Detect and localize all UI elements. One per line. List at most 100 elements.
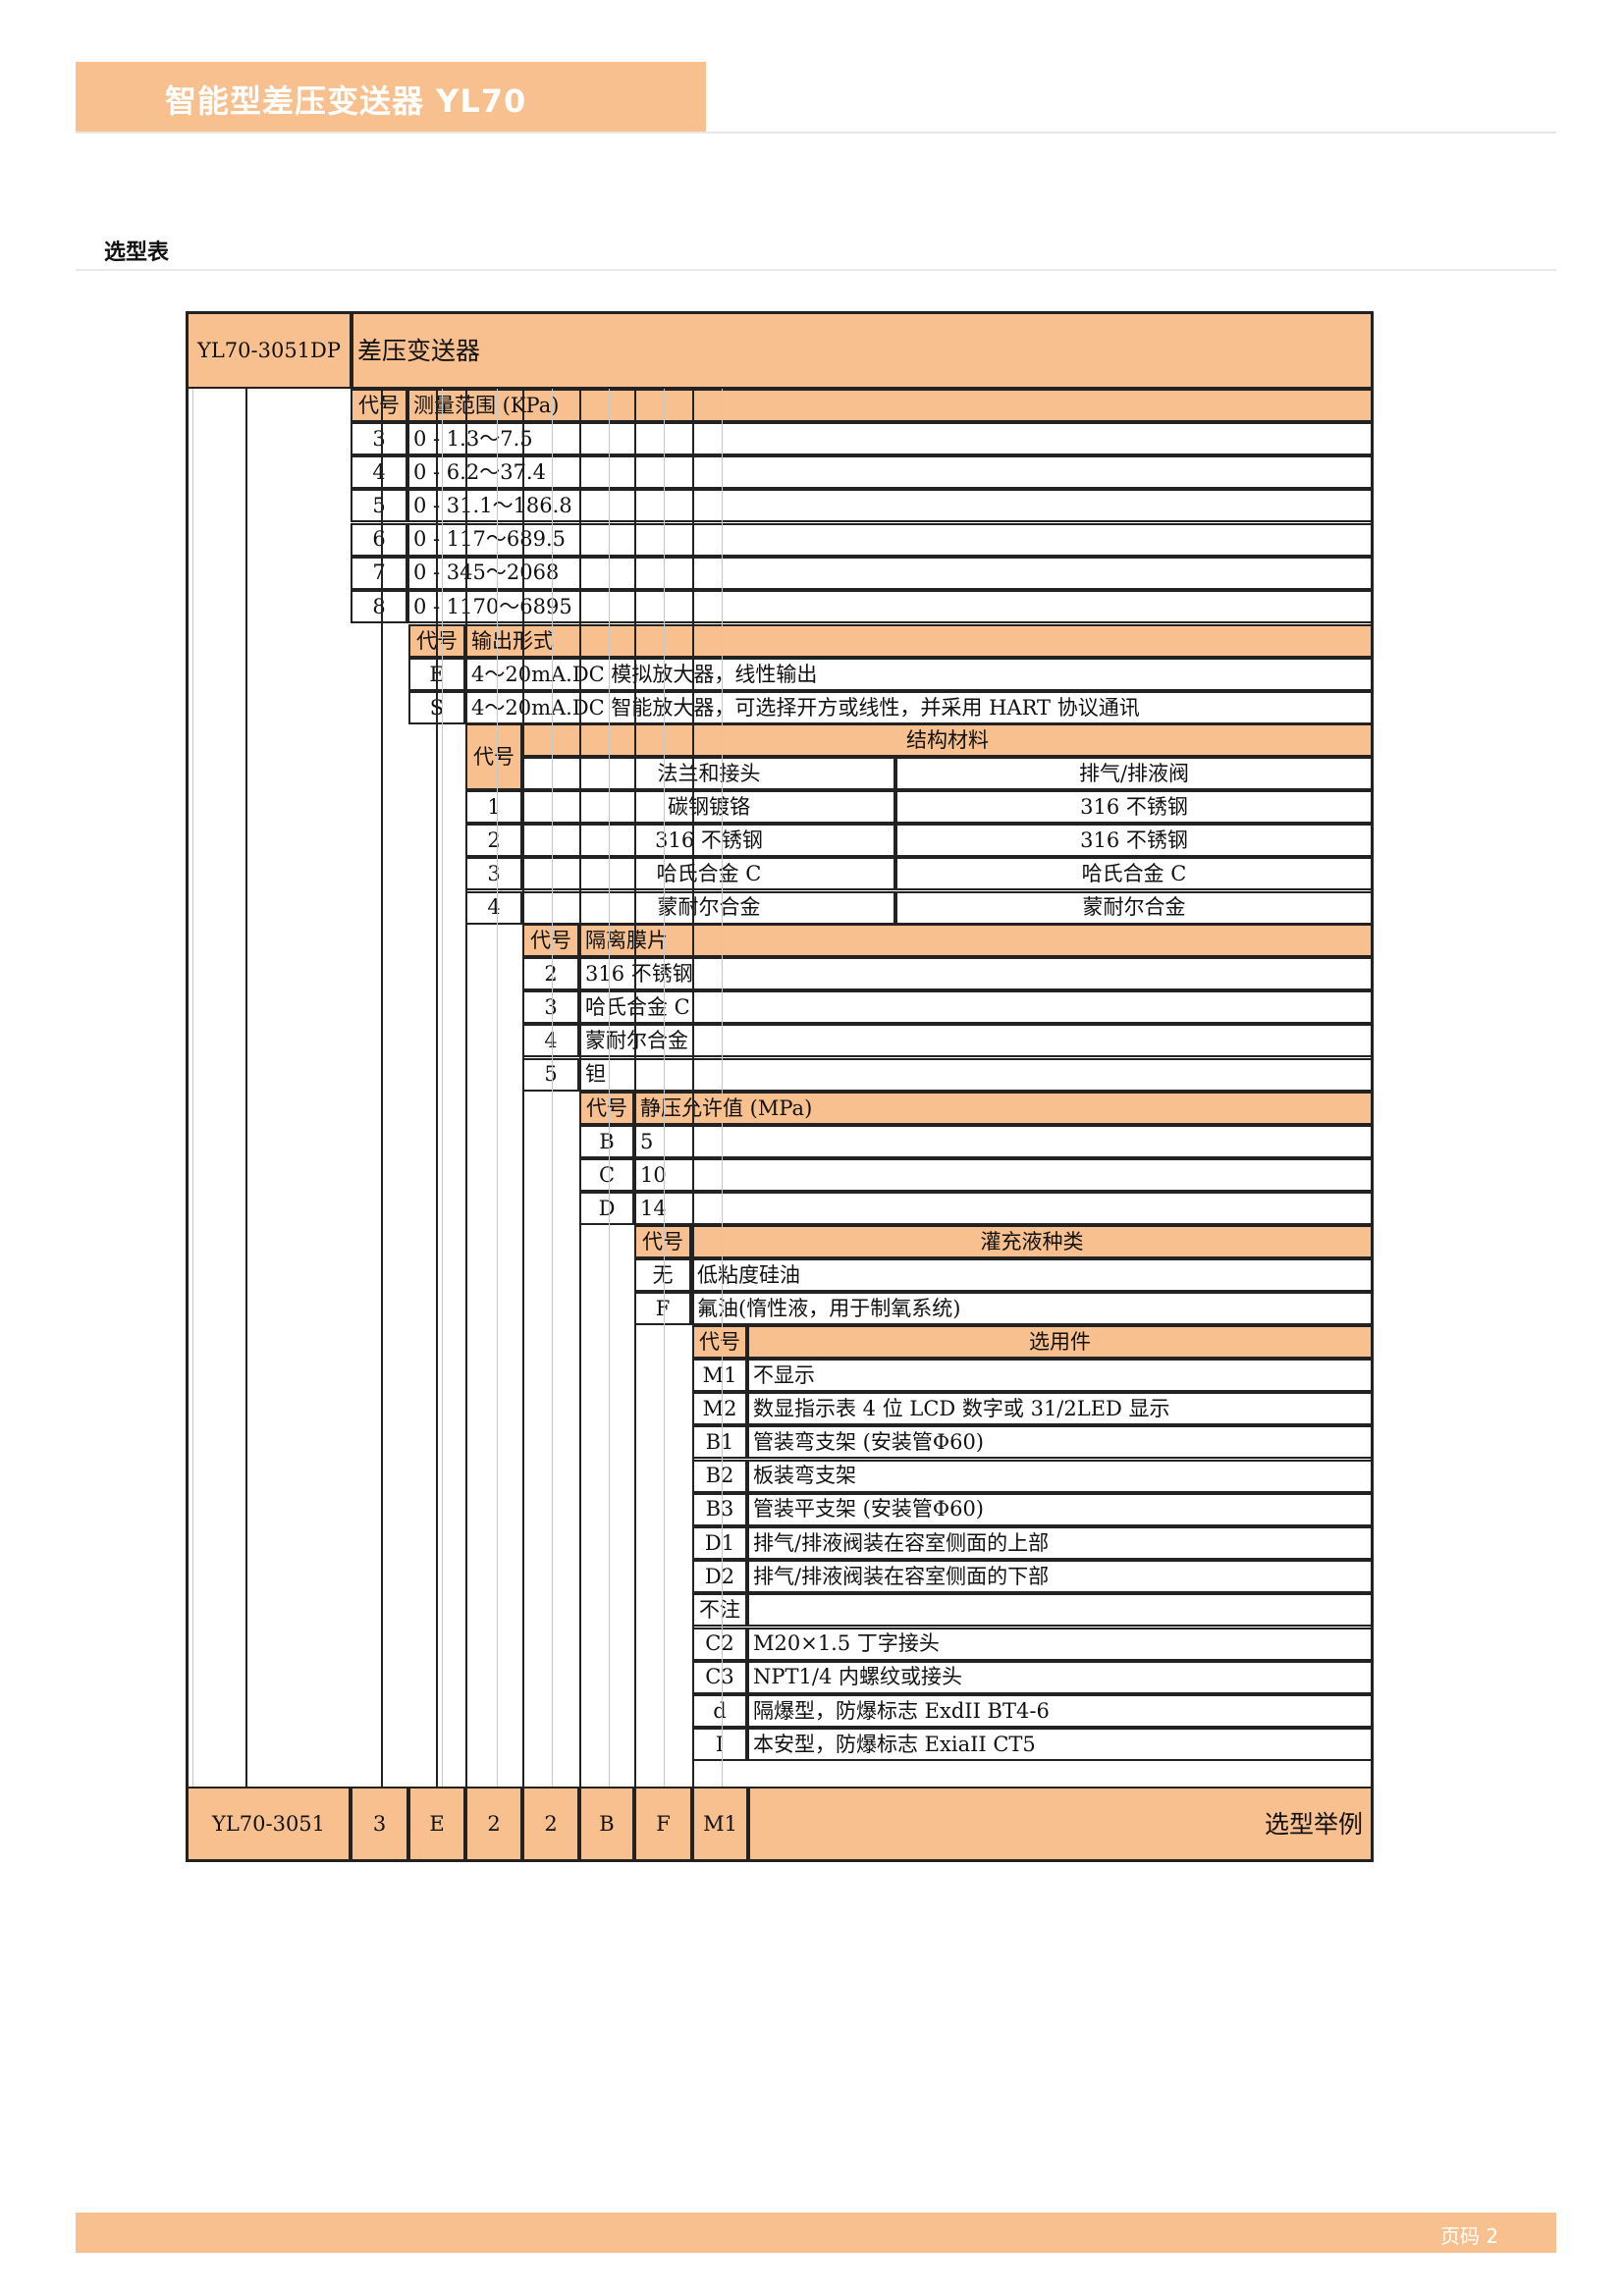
material-row-flange: 蒙耐尔合金	[522, 890, 895, 925]
options-row-code: M2	[692, 1392, 747, 1426]
pressure-code-header: 代号	[579, 1092, 634, 1125]
diaphragm-row-text: 哈氏合金 C	[579, 990, 1373, 1025]
material-row-vent: 316 不锈钢	[895, 824, 1373, 858]
diaphragm-row-text: 钽	[579, 1057, 1373, 1092]
options-row-text: 不显示	[747, 1359, 1373, 1392]
range-row-code: 3	[351, 422, 407, 455]
options-row-text: 数显指示表 4 位 LCD 数字或 31/2LED 显示	[747, 1392, 1373, 1426]
fill-row-code: F	[634, 1292, 691, 1326]
page-number: 页码 2	[1440, 2224, 1499, 2248]
connector-line	[436, 389, 438, 1787]
model-name: 差压变送器	[352, 312, 1373, 389]
diaphragm-row-text: 蒙耐尔合金	[579, 1024, 1373, 1058]
pressure-row-text: 14	[634, 1192, 1373, 1226]
options-row-text: M20×1.5 丁字接头	[747, 1627, 1373, 1661]
material-row-flange: 316 不锈钢	[522, 824, 895, 858]
options-row-text: NPT1/4 内螺纹或接头	[747, 1660, 1373, 1694]
options-row-text: 管装平支架 (安装管Φ60)	[747, 1492, 1373, 1526]
example-code: 2	[465, 1787, 522, 1861]
example-code: F	[634, 1787, 692, 1861]
fill-row-code: 无	[634, 1258, 691, 1292]
material-row-code: 2	[465, 824, 522, 858]
pressure-title: 静压允许值 (MPa)	[634, 1092, 1373, 1125]
pressure-row-code: D	[579, 1192, 634, 1226]
material-code-header: 代号	[465, 723, 522, 790]
guide-line	[442, 389, 443, 1787]
material-title: 结构材料	[522, 723, 1373, 757]
section-title: 选型表	[104, 240, 170, 265]
options-row-code: D2	[692, 1560, 747, 1594]
output-title: 输出形式	[465, 624, 1373, 658]
diaphragm-row-code: 5	[522, 1057, 579, 1092]
range-row-code: 6	[351, 522, 407, 557]
example-code: M1	[692, 1787, 748, 1861]
header-divider	[76, 132, 1556, 133]
options-row-code: 不注	[692, 1593, 747, 1628]
connector-line	[245, 389, 247, 1787]
range-row-text: 0 - 31.1～186.8	[407, 489, 1373, 523]
example-code: 3	[351, 1787, 408, 1861]
options-row-code: I	[692, 1728, 747, 1762]
connector-line	[381, 389, 383, 1787]
pressure-row-text: 10	[634, 1158, 1373, 1193]
guide-line	[497, 389, 498, 1787]
diaphragm-code-header: 代号	[522, 924, 579, 957]
example-label: 选型举例	[748, 1787, 1373, 1861]
options-row-code: D1	[692, 1526, 747, 1560]
range-row-text: 0 - 117～689.5	[407, 522, 1373, 557]
diaphragm-row-code: 2	[522, 957, 579, 990]
fill-row-text: 低粘度硅油	[691, 1258, 1373, 1292]
options-title: 选用件	[747, 1325, 1373, 1359]
range-row-code: 8	[351, 590, 407, 623]
fill-row-text: 氟油(惰性液，用于制氧系统)	[691, 1292, 1373, 1326]
options-row-code: M1	[692, 1359, 747, 1392]
guide-line	[722, 389, 723, 1787]
footer-bar	[76, 2213, 1556, 2253]
material-row-vent: 哈氏合金 C	[895, 857, 1373, 891]
options-row-text: 隔爆型，防爆标志 ExdII BT4-6	[747, 1694, 1373, 1728]
options-row-code: B3	[692, 1492, 747, 1526]
range-row-text: 0 - 1170～6895	[407, 590, 1373, 623]
pressure-row-code: B	[579, 1125, 634, 1158]
example-code: YL70-3051	[187, 1787, 351, 1861]
options-row-text: 排气/排液阀装在容室侧面的上部	[747, 1526, 1373, 1560]
material-row-vent: 316 不锈钢	[895, 790, 1373, 824]
output-row-text: 4～20mA.DC 模拟放大器，线性输出	[465, 658, 1373, 691]
diaphragm-title: 隔离膜片	[579, 924, 1373, 957]
connector-line	[465, 389, 467, 1787]
options-row-text: 排气/排液阀装在容室侧面的下部	[747, 1560, 1373, 1594]
range-row-code: 4	[351, 455, 407, 490]
pressure-row-code: C	[579, 1158, 634, 1193]
connector-line	[579, 389, 581, 1787]
example-code: B	[579, 1787, 634, 1861]
material-row-flange: 哈氏合金 C	[522, 857, 895, 891]
connector-line	[522, 389, 524, 1787]
material-row-flange: 碳钢镀铬	[522, 790, 895, 824]
fill-title: 灌充液种类	[691, 1225, 1373, 1258]
range-row-code: 5	[351, 489, 407, 523]
example-code: E	[408, 1787, 465, 1861]
guide-line	[552, 389, 553, 1787]
connector-line	[634, 389, 636, 1787]
diaphragm-row-code: 3	[522, 990, 579, 1025]
range-code-header: 代号	[351, 389, 407, 422]
material-col-vent: 排气/排液阀	[895, 757, 1373, 790]
example-code: 2	[522, 1787, 579, 1861]
options-row-text: 本安型，防爆标志 ExiaII CT5	[747, 1728, 1373, 1762]
header-bar	[76, 62, 706, 132]
material-row-vent: 蒙耐尔合金	[895, 890, 1373, 925]
range-row-text: 0 - 6.2～37.4	[407, 455, 1373, 490]
diaphragm-row-text: 316 不锈钢	[579, 957, 1373, 990]
material-row-code: 1	[465, 790, 522, 824]
pressure-row-text: 5	[634, 1125, 1373, 1158]
output-row-text: 4～20mA.DC 智能放大器，可选择开方或线性，并采用 HART 协议通讯	[465, 691, 1373, 725]
material-row-code: 4	[465, 890, 522, 925]
model-code: YL70-3051DP	[187, 312, 352, 389]
guide-line	[664, 389, 665, 1787]
diaphragm-row-code: 4	[522, 1024, 579, 1058]
options-row-code: B1	[692, 1425, 747, 1460]
guide-line	[192, 389, 193, 1787]
connector-line	[692, 389, 694, 1787]
material-row-code: 3	[465, 857, 522, 891]
